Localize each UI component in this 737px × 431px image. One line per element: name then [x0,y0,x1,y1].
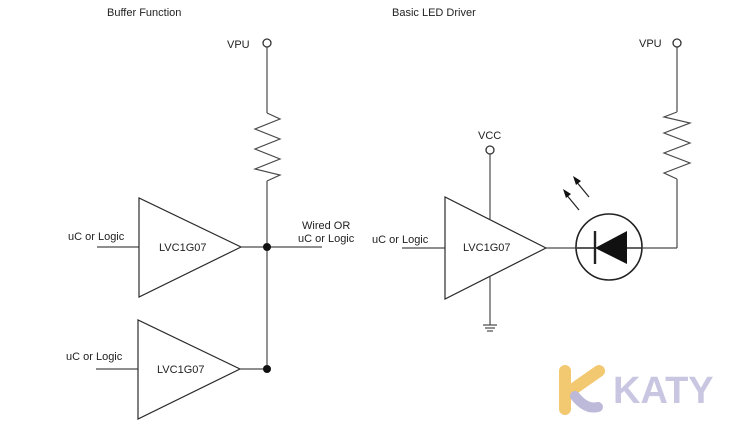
buffer-input2-label: uC or Logic [66,351,123,363]
ground-icon [483,324,497,332]
buffer-output-label-line2: uC or Logic [298,233,355,245]
buffer-section-title: Buffer Function [107,7,181,19]
led-section-title: Basic LED Driver [392,7,476,19]
buffer-pullup-resistor-icon [253,112,282,182]
buffer-vpu-label: VPU [227,39,250,51]
led-input-label: uC or Logic [372,234,429,246]
led-gate-label: LVC1G07 [463,242,511,254]
led-vpu-label: VPU [639,38,662,50]
katy-watermark-text: KATY [613,370,714,412]
led-icon [575,213,643,281]
buffer-output-label-line1: Wired OR [302,220,350,232]
buffer-input1-label: uC or Logic [68,231,125,243]
led-vcc-terminal [485,145,495,155]
buffer-junction-node-2 [263,365,271,373]
buffer-vpu-terminal [262,38,272,48]
buffer-gate2-label: LVC1G07 [157,364,205,376]
led-driver-gate-icon [444,196,548,300]
led-vcc-label: VCC [478,130,501,142]
buffer-junction-node-1 [263,243,271,251]
katy-watermark-logo [559,365,605,415]
buffer-gate1-label: LVC1G07 [159,242,207,254]
led-pullup-resistor-icon [661,111,693,180]
led-vpu-terminal [672,38,682,48]
light-emission-icon [563,176,590,211]
buffer-gate2-icon [137,319,242,420]
buffer-gate1-icon [138,197,243,298]
